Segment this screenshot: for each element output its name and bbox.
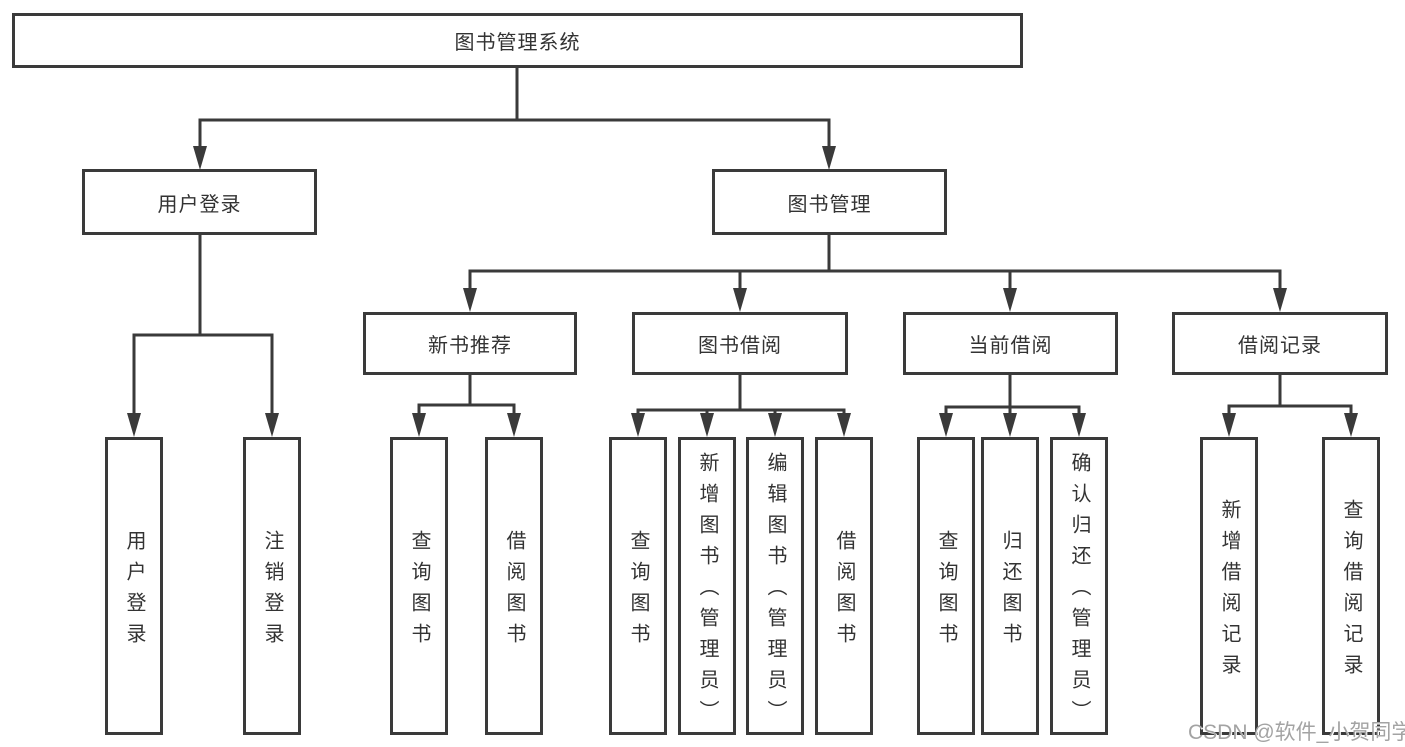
leaf-current-return-books-label: 归还图书 xyxy=(999,529,1021,654)
leaf-borrow-add-books-admin: 新增图书（管理员） xyxy=(678,437,736,735)
arrowhead xyxy=(700,413,714,437)
arrowhead xyxy=(193,146,207,170)
leaf-recommend-query-books: 查询图书 xyxy=(390,437,448,735)
node-root-system: 图书管理系统 xyxy=(12,13,1023,68)
node-borrow-records: 借阅记录 xyxy=(1172,312,1388,375)
arrowhead xyxy=(837,413,851,437)
connector-root-to-level2 xyxy=(193,68,836,170)
node-book-borrow: 图书借阅 xyxy=(632,312,848,375)
leaf-borrow-query-books-label: 查询图书 xyxy=(627,529,649,654)
arrowhead xyxy=(768,413,782,437)
node-new-book-recommend: 新书推荐 xyxy=(363,312,577,375)
arrowhead xyxy=(1273,288,1287,312)
leaf-current-query-books: 查询图书 xyxy=(917,437,975,735)
leaf-records-add-borrow-record: 新增借阅记录 xyxy=(1200,437,1258,735)
node-user-login: 用户登录 xyxy=(82,169,317,235)
leaf-records-query-borrow-record: 查询借阅记录 xyxy=(1322,437,1380,735)
node-current-borrow: 当前借阅 xyxy=(903,312,1118,375)
connector-book-mgmt-to-level3 xyxy=(463,235,1287,312)
arrowhead xyxy=(265,413,279,437)
connector-user-login-to-leaves xyxy=(127,235,279,437)
connector-book-borrow-to-leaves xyxy=(631,375,851,437)
leaf-recommend-query-books-label: 查询图书 xyxy=(408,529,430,654)
leaf-recommend-borrow-books-label: 借阅图书 xyxy=(503,529,525,654)
arrowhead xyxy=(127,413,141,437)
leaf-recommend-borrow-books: 借阅图书 xyxy=(485,437,543,735)
arrowhead xyxy=(733,288,747,312)
arrowhead xyxy=(1003,413,1017,437)
connector-current-borrow-to-leaves xyxy=(939,375,1086,437)
arrowhead xyxy=(1344,413,1358,437)
arrowhead xyxy=(1072,413,1086,437)
leaf-borrow-borrow-books-label: 借阅图书 xyxy=(833,529,855,654)
arrowhead xyxy=(1222,413,1236,437)
csdn-watermark: CSDN @软件_小贺同学 xyxy=(1188,721,1405,744)
leaf-borrow-add-books-admin-label: 新增图书（管理员） xyxy=(696,452,718,731)
arrowhead xyxy=(631,413,645,437)
arrowhead xyxy=(822,146,836,170)
leaf-records-add-borrow-record-label: 新增借阅记录 xyxy=(1218,498,1240,685)
leaf-current-return-books: 归还图书 xyxy=(981,437,1039,735)
arrowhead xyxy=(507,413,521,437)
leaf-user-login: 用户登录 xyxy=(105,437,163,735)
connector-new-book-rec-to-leaves xyxy=(412,375,521,437)
connector-borrow-records-to-leaves xyxy=(1222,375,1358,437)
leaf-borrow-borrow-books: 借阅图书 xyxy=(815,437,873,735)
leaf-current-query-books-label: 查询图书 xyxy=(935,529,957,654)
leaf-borrow-query-books: 查询图书 xyxy=(609,437,667,735)
arrowhead xyxy=(939,413,953,437)
leaf-borrow-edit-books-admin: 编辑图书（管理员） xyxy=(746,437,804,735)
arrowhead xyxy=(463,288,477,312)
leaf-current-confirm-return-admin: 确认归还（管理员） xyxy=(1050,437,1108,735)
arrowhead xyxy=(1003,288,1017,312)
leaf-current-confirm-return-admin-label: 确认归还（管理员） xyxy=(1068,452,1090,731)
leaf-user-login-label: 用户登录 xyxy=(123,529,145,654)
leaf-borrow-edit-books-admin-label: 编辑图书（管理员） xyxy=(764,452,786,731)
leaf-logout-label: 注销登录 xyxy=(261,529,283,654)
leaf-records-query-borrow-record-label: 查询借阅记录 xyxy=(1340,498,1362,685)
arrowhead xyxy=(412,413,426,437)
leaf-logout: 注销登录 xyxy=(243,437,301,735)
node-book-management: 图书管理 xyxy=(712,169,947,235)
